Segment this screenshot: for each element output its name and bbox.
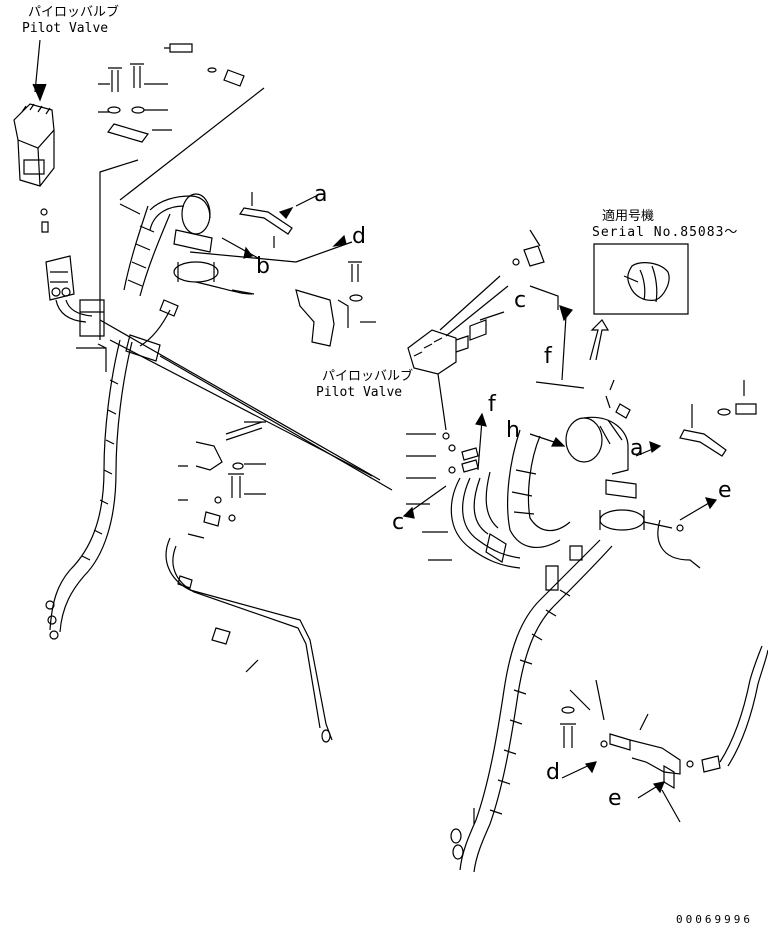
serial-number-label: Serial No.85083～ bbox=[592, 225, 739, 240]
fitting-block-left bbox=[46, 256, 104, 336]
hose-bundle-left bbox=[46, 335, 160, 639]
pilot-valve-en-label-top: Pilot Valve bbox=[22, 21, 109, 36]
pilot-valve-mid bbox=[408, 312, 504, 439]
pilot-valve-left bbox=[14, 40, 54, 232]
elbow-hose-right bbox=[508, 417, 700, 568]
letter-b-upper: b bbox=[256, 254, 270, 279]
letter-a-upper: a bbox=[314, 182, 328, 207]
letter-e-right: e bbox=[718, 478, 732, 503]
pipe-lower-left bbox=[166, 422, 332, 742]
leader-lines-upper bbox=[100, 88, 380, 480]
bracket-a-right bbox=[606, 380, 756, 456]
hose-group-c bbox=[404, 434, 520, 568]
letter-c-left: c bbox=[392, 510, 405, 535]
letter-c-mid: c bbox=[514, 288, 527, 313]
elbow-hose-upper bbox=[124, 194, 254, 346]
hose-bundle-right bbox=[451, 540, 612, 872]
letter-d-lower: d bbox=[546, 760, 560, 785]
pilot-valve-jp-label-mid: パイロッバルブ bbox=[322, 369, 414, 384]
cross-leader-line bbox=[160, 356, 392, 490]
applicable-machine-label: 適用号機 bbox=[602, 209, 655, 224]
connection-arrows-right bbox=[476, 382, 716, 520]
letter-h-mid: h bbox=[506, 418, 520, 443]
pilot-valve-jp-label-top: パイロッバルブ bbox=[28, 5, 120, 20]
letter-d-upper: d bbox=[352, 224, 366, 249]
bracket-a-upper bbox=[240, 192, 316, 248]
letter-e-lower: e bbox=[608, 786, 622, 811]
bolts-top-left bbox=[98, 44, 244, 142]
fitting-top-right bbox=[440, 230, 572, 380]
pilot-valve-en-label-mid: Pilot Valve bbox=[316, 385, 403, 400]
letter-a-right: a bbox=[630, 436, 644, 461]
letter-f-mid: f bbox=[544, 344, 552, 369]
bracket-d-upper bbox=[296, 262, 376, 346]
valve-block-lower-right bbox=[560, 646, 768, 822]
document-number: 00069996 bbox=[676, 913, 753, 926]
serial-note-box bbox=[590, 244, 688, 360]
letter-f-lower: f bbox=[488, 392, 496, 417]
